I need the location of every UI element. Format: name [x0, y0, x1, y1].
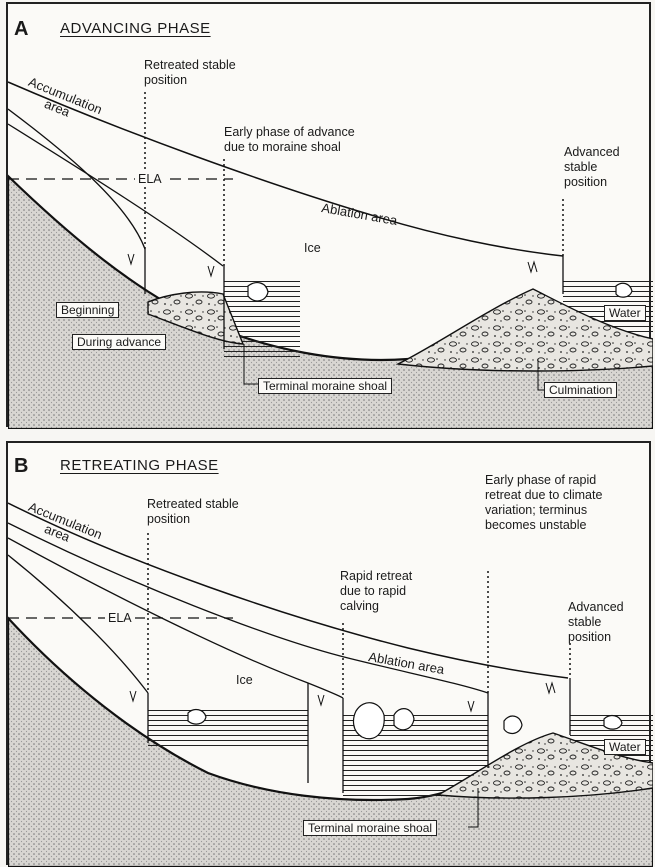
iceberg: [616, 283, 632, 297]
retreated-stable-label: Retreated stable position: [144, 58, 236, 88]
ice-label: Ice: [304, 241, 321, 256]
panel-retreating-phase: B RETREATING PHASE Accumulation area Ret…: [6, 441, 651, 865]
water-label: Water: [604, 739, 646, 755]
early-phase-label: Early phase of rapid retreat due to clim…: [485, 473, 602, 533]
iceberg: [604, 716, 622, 730]
ice-label: Ice: [236, 673, 253, 688]
iceberg: [248, 283, 268, 301]
iceberg: [188, 710, 206, 725]
retreated-stable-label: Retreated stable position: [147, 497, 239, 527]
culmination-label: Culmination: [544, 382, 617, 398]
early-phase-label: Early phase of advance due to moraine sh…: [224, 125, 355, 155]
panel-letter: B: [14, 455, 28, 478]
panel-title: RETREATING PHASE: [60, 457, 219, 474]
proglacial-water: [148, 708, 308, 748]
panel-title: ADVANCING PHASE: [60, 20, 211, 37]
rapid-retreat-label: Rapid retreat due to rapid calving: [340, 569, 412, 614]
beginning-label: Beginning: [56, 302, 119, 318]
advanced-stable-label: Advanced stable position: [568, 600, 624, 645]
crevasses: [128, 254, 537, 276]
water-label: Water: [604, 305, 646, 321]
advanced-stable-label: Advanced stable position: [564, 145, 620, 190]
terminal-shoal-label: Terminal moraine shoal: [303, 820, 437, 836]
iceberg: [354, 703, 385, 739]
iceberg: [504, 716, 522, 733]
terminal-shoal-label: Terminal moraine shoal: [258, 378, 392, 394]
ela-label: ELA: [105, 611, 135, 626]
during-advance-label: During advance: [72, 334, 166, 350]
panel-letter: A: [14, 18, 28, 41]
ela-label: ELA: [135, 172, 165, 187]
iceberg: [394, 709, 414, 730]
panel-advancing-phase: A ADVANCING PHASE Accumulation area Retr…: [6, 2, 651, 427]
